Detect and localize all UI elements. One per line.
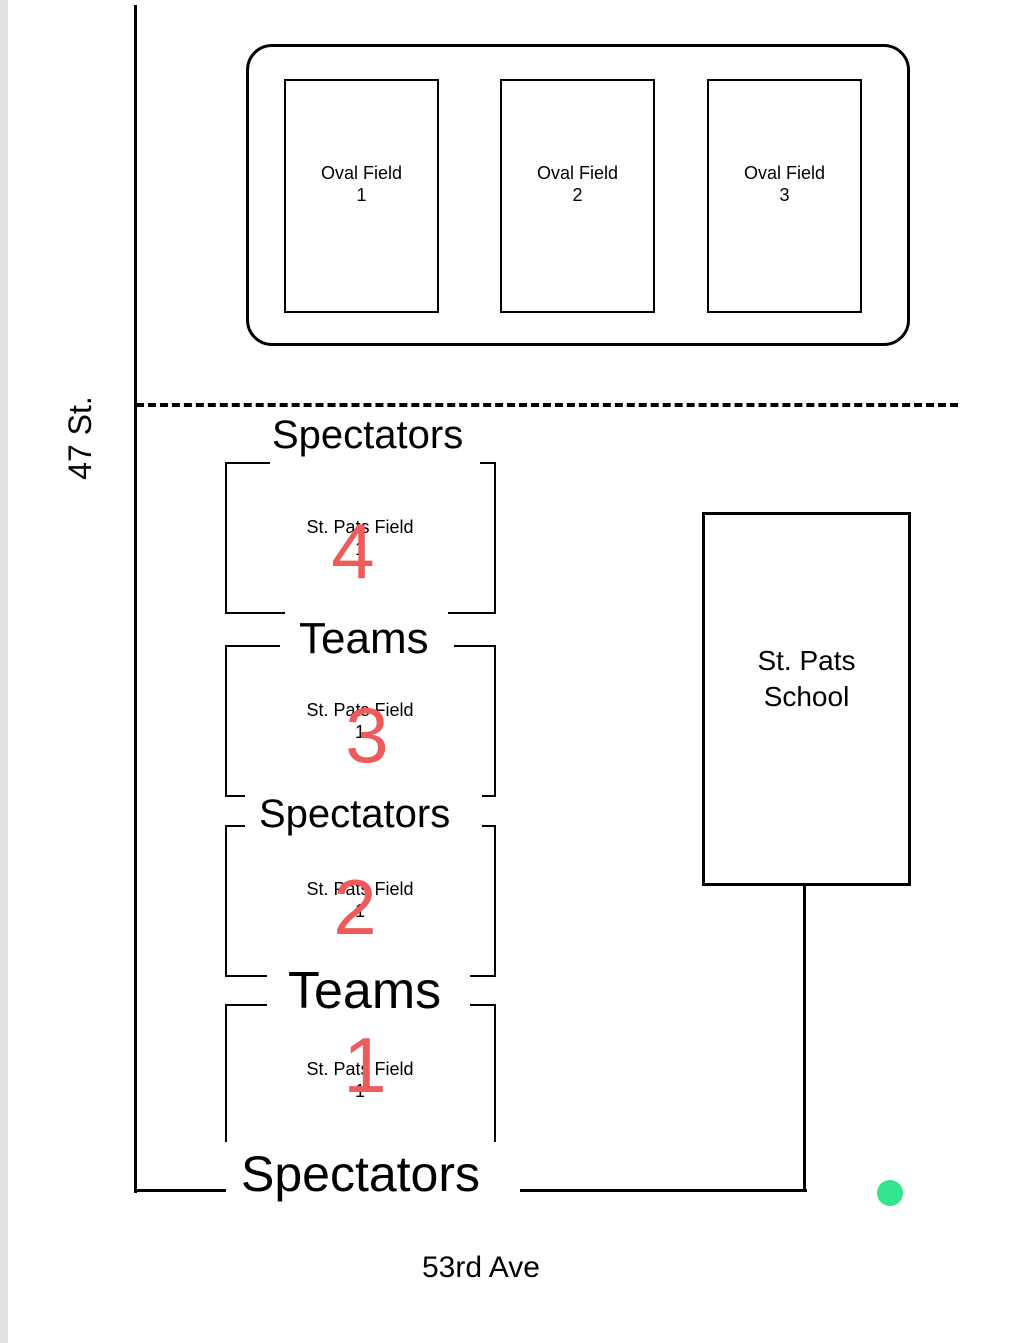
st-pats-field-4-sub: 1: [354, 539, 365, 559]
street-53-line-left: [134, 1189, 226, 1192]
oval-field-3-number: 3: [779, 185, 790, 205]
st-pats-field-3: [225, 645, 496, 797]
field-3-top-right-edge: [454, 645, 496, 647]
field-4-bottom-right-edge: [448, 612, 496, 614]
field-2-top-left-edge: [225, 825, 245, 827]
st-pats-field-4-label: St. Pats Field: [306, 517, 414, 537]
oval-field-3: Oval Field 3: [707, 79, 862, 313]
field-number-2: 2: [333, 863, 377, 951]
oval-fields-enclosure: [246, 44, 910, 346]
boundary-dashed-line: [136, 403, 958, 407]
street-label-47: 47 St.: [62, 396, 98, 480]
zone-label-spectators-bottom: Spectators: [235, 1146, 487, 1202]
st-pats-field-3-label: St. Pats Field: [306, 700, 414, 720]
oval-field-1-label: Oval Field: [320, 163, 403, 183]
field-number-4: 4: [331, 507, 375, 595]
oval-field-1: Oval Field 1: [284, 79, 439, 313]
zone-label-spectators-top: Spectators: [266, 412, 470, 458]
field-4-top-right-edge: [480, 462, 496, 464]
st-pats-field-2: [225, 825, 496, 977]
street-53-line-right: [520, 1189, 807, 1192]
school-name-line1: St. Pats: [757, 645, 856, 676]
field-1-top-left-edge: [225, 1004, 267, 1006]
field-3-bottom-right-edge: [482, 795, 496, 797]
field-1-top-right-edge: [470, 1004, 496, 1006]
st-pats-field-2-label: St. Pats Field: [306, 879, 414, 899]
street-label-53: 53rd Ave: [422, 1251, 540, 1284]
st-pats-field-2-sub: 1: [354, 901, 365, 921]
st-pats-field-1: [225, 1004, 496, 1142]
field-3-bottom-left-edge: [225, 795, 245, 797]
oval-field-2: Oval Field 2: [500, 79, 655, 313]
st-pats-field-1-label: St. Pats Field: [306, 1059, 414, 1079]
oval-field-2-number: 2: [572, 185, 583, 205]
oval-field-2-label: Oval Field: [536, 163, 619, 183]
st-pats-field-3-sub: 1: [354, 722, 365, 742]
location-marker-dot: [877, 1180, 903, 1206]
zone-label-teams-lower: Teams: [282, 962, 448, 1020]
oval-field-1-number: 1: [356, 185, 367, 205]
zone-label-teams-upper: Teams: [293, 614, 435, 664]
st-pats-field-4: [225, 462, 496, 614]
field-2-bottom-right-edge: [470, 975, 496, 977]
field-number-1: 1: [343, 1021, 387, 1109]
school-name-line2: School: [763, 681, 850, 712]
field-2-bottom-left-edge: [225, 975, 267, 977]
st-pats-school: St. Pats School: [702, 512, 911, 886]
field-number-3: 3: [345, 691, 389, 779]
field-4-bottom-left-edge: [225, 612, 285, 614]
st-pats-field-1-sub: 1: [354, 1081, 365, 1101]
field-2-top-right-edge: [482, 825, 496, 827]
page-edge: [0, 0, 8, 1343]
oval-field-3-label: Oval Field: [743, 163, 826, 183]
street-47-line: [134, 5, 137, 1193]
field-3-top-left-edge: [225, 645, 280, 647]
field-4-top-left-edge: [225, 462, 270, 464]
zone-label-spectators-middle: Spectators: [253, 791, 457, 837]
school-connector-line: [803, 883, 806, 1192]
